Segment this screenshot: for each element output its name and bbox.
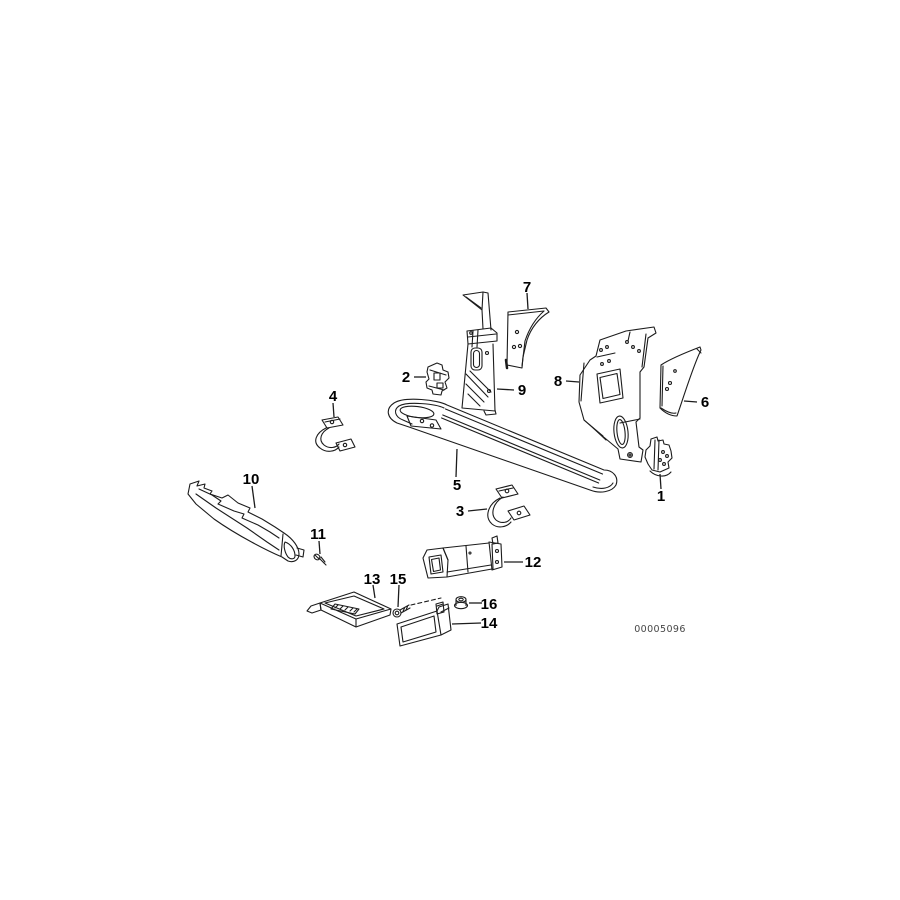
leader-line-1 (659, 473, 662, 490)
part-label-11[interactable]: 11 (310, 526, 326, 543)
part-6-drawing (659, 346, 702, 417)
part-label-3[interactable]: 3 (456, 503, 464, 520)
leader-line-9 (496, 388, 515, 391)
part-label-2[interactable]: 2 (402, 369, 410, 386)
part-label-8[interactable]: 8 (554, 373, 562, 390)
part-12-drawing (422, 535, 503, 579)
part-label-12[interactable]: 12 (525, 554, 542, 571)
leader-line-7 (526, 292, 529, 310)
part-label-16[interactable]: 16 (481, 596, 498, 613)
leader-line-13 (372, 584, 376, 599)
leader-line-4 (332, 402, 335, 418)
part-label-4[interactable]: 4 (329, 388, 338, 405)
part-8-drawing (578, 326, 657, 463)
part-1-drawing (644, 436, 673, 477)
part-label-14[interactable]: 14 (481, 615, 498, 632)
part-label-15[interactable]: 15 (390, 571, 407, 588)
part-label-9[interactable]: 9 (518, 382, 526, 399)
leader-line-8 (565, 380, 580, 383)
leader-line-5 (455, 448, 458, 478)
part-label-6[interactable]: 6 (701, 394, 709, 411)
leader-line-6 (683, 400, 698, 403)
part-label-13[interactable]: 13 (364, 571, 381, 588)
part-5-drawing (387, 398, 618, 493)
part-label-7[interactable]: 7 (523, 279, 531, 296)
part-2-drawing (425, 362, 450, 396)
leader-line-15 (397, 584, 400, 608)
leader-line-10 (251, 485, 256, 509)
part-15-drawing (392, 597, 442, 618)
leader-line-3 (467, 508, 488, 512)
part-3-drawing (487, 484, 531, 528)
part-7-drawing (504, 307, 550, 370)
part-label-5[interactable]: 5 (453, 477, 461, 494)
part-13-drawing (306, 591, 392, 628)
diagram-id-code: 00005096 (634, 624, 686, 635)
part-14-drawing (396, 601, 452, 647)
part-11-drawing (313, 553, 327, 566)
part-9-drawing (461, 291, 498, 416)
part-10-drawing (187, 480, 305, 563)
part-label-1[interactable]: 1 (657, 488, 665, 505)
part-label-10[interactable]: 10 (243, 471, 260, 488)
part-16-drawing (453, 596, 469, 610)
leader-line-11 (318, 540, 321, 555)
leader-line-14 (451, 622, 482, 625)
part-4-drawing (315, 416, 356, 452)
